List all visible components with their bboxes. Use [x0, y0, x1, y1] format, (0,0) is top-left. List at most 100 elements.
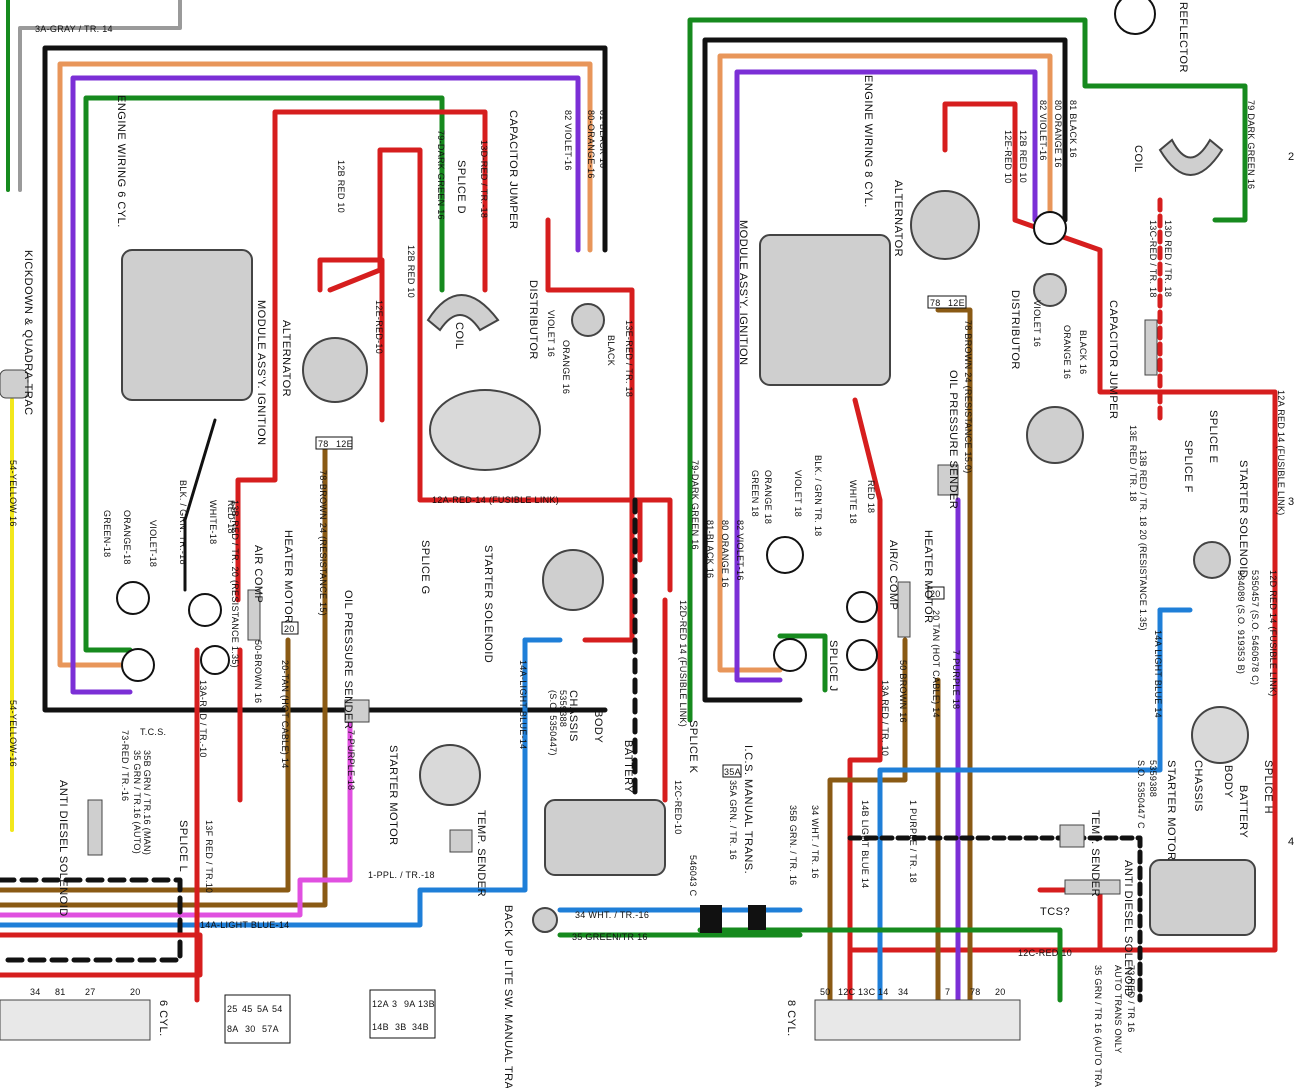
label-coil-6: COIL [453, 322, 465, 350]
fuse-cell: 3 [392, 999, 397, 1009]
label8-red-13d: 13D RED / TR. 18 [1163, 220, 1173, 297]
label8-violet-82-b: 82 VIOLET-16 [735, 520, 745, 581]
label-blk-grn: BLK. / GRN. TR.-18 [178, 480, 188, 565]
label8-8cyl: 8 CYL. [785, 1000, 797, 1037]
label8-red-13a: 13A RED / TR. 10 [880, 680, 890, 756]
tag-78-8cyl [927, 295, 967, 309]
distributor-8cyl [1033, 273, 1067, 307]
label-battery-6: BATTERY [622, 740, 634, 793]
connector-e-8cyl [846, 639, 878, 671]
label8-chassis: CHASSIS [1192, 760, 1204, 812]
label-splice-l: SPLICE L [177, 820, 189, 872]
label-alternator-6: ALTERNATOR [280, 320, 292, 397]
label-red-12d: 12D-RED 14 (FUSIBLE LINK) [678, 600, 688, 727]
label8-starter-solenoid: STARTER SOLENOID [1237, 460, 1249, 578]
connector-a-8cyl [1033, 211, 1067, 245]
label8-black-81-b: 81-BLACK 16 [705, 520, 715, 578]
label-tan-20: 20-TAN (HOT CABLE) 14 [280, 660, 290, 769]
pin-label-6: 81 [55, 987, 66, 997]
label8-distributor: DISTRIBUTOR [1009, 290, 1021, 370]
label8-red-12d: 12D RED 14 (FUSIBLE LINK) [1268, 570, 1278, 697]
label-red-18: RED-18 [226, 500, 236, 534]
label-red-13e: 13E-RED / TR. 18 [624, 320, 634, 397]
wire8-black-harness [847, 835, 1143, 1003]
label8-air-comp: AIR/C COMP [887, 540, 899, 610]
anti-diesel-6cyl [87, 799, 103, 856]
label-yellow-54: 54-YELLOW 16 [8, 460, 18, 527]
label8-splice-e: SPLICE E [1207, 410, 1219, 464]
label-white-34: 34 WHT. / TR.-16 [575, 910, 649, 920]
label-tag-12e-6: 12E [336, 439, 353, 449]
label8-anti-diesel: ANTI DIESEL SOLENOID [1122, 860, 1134, 997]
label8-engine-wiring: ENGINE WIRING 8 CYL. [862, 75, 874, 208]
labels-8cyl: 81 BLACK 16 80 ORANGE 16 82 VIOLET-16 79… [690, 2, 1286, 1088]
reflector-icon [1114, 0, 1156, 35]
label-brown-78: 78-BROWN 24 (RESISTANCE 15) [318, 470, 328, 616]
coil-8cyl [1158, 138, 1224, 176]
alternator-6cyl [302, 337, 368, 403]
anti-diesel-8cyl [1064, 879, 1121, 895]
pin-label-8: 78 [970, 987, 981, 997]
label8-orange-80: 80 ORANGE 16 [1053, 100, 1063, 168]
label-body-6: BODY [592, 710, 604, 743]
margin-number-2: 2 [1288, 151, 1295, 163]
label8-blk-grn: BLK. / GRN TR. 18 [813, 455, 823, 536]
wire-orange-80 [57, 61, 593, 668]
wire-white-18 [183, 418, 217, 592]
fuse-cell: 8A [227, 1024, 239, 1034]
label-lightblue-14a-b: 14A-LIGHT BLUE-14 [200, 920, 289, 930]
label8-red-13b: 13B RED / TR. 18 20 (RESISTANCE 1.35) [1138, 450, 1148, 631]
label8-coil: COIL [1132, 145, 1144, 173]
wire-black-81 [42, 45, 608, 713]
label8-brown-50: 50 BROWN 16 [898, 660, 908, 723]
label8-module: MODULE ASS'Y. IGNITION [737, 220, 749, 366]
label8-violet-16: VIOLET 16 [1032, 300, 1042, 347]
label8-tcs-q: TCS? [1040, 906, 1070, 918]
battery-6cyl [544, 799, 666, 876]
air-comp-6cyl [247, 589, 261, 641]
label8-lightblue-14a: 14A LIGHT BLUE 14 [1153, 630, 1163, 718]
label8-red-18: RED 18 [866, 480, 876, 513]
label-green-18: GREEN-18 [102, 510, 112, 557]
margin-number-4: 4 [1288, 836, 1295, 848]
label8-lightblue-14b: 14B LIGHT BLUE 14 [860, 800, 870, 888]
fuse-cell: 12A [372, 999, 389, 1009]
wire-tan-20 [0, 637, 291, 893]
label-splice-d: SPLICE D [455, 160, 467, 214]
connector-b-8cyl [766, 536, 804, 574]
connector-pins-6cyl: 34 27 20 81 [30, 987, 140, 997]
label-orange-80: 80-ORANGE-16 [586, 110, 596, 179]
label8-tag-20: 20 [930, 589, 941, 599]
fuse-cell: 5A [257, 1004, 269, 1014]
alternator-8cyl [910, 190, 980, 260]
label8-violet-18: VIOLET 18 [793, 470, 803, 517]
fuse-cell: 25 [227, 1004, 238, 1014]
label-splice-k: SPLICE K [687, 720, 699, 774]
label-red-13d: 13D-RED / TR.-18 [479, 140, 489, 218]
wire-green-79 [83, 95, 445, 653]
wire8-violet-82 [734, 69, 1038, 683]
label-orange-18: ORANGE-18 [122, 510, 132, 565]
fuse-cell: 3B [395, 1022, 407, 1032]
margin-number-3: 3 [1288, 496, 1295, 508]
label8-solenoid-part-b: 934089 (S.O. 919353 B) [1236, 570, 1246, 674]
fuse-cell: 9A [404, 999, 416, 1009]
label-chassis-6: CHASSIS [567, 690, 579, 742]
starter-solenoid-6cyl [542, 549, 604, 611]
label-tag-20-6: 20 [284, 624, 295, 634]
tag-20-6cyl [281, 621, 299, 635]
fuse-cell: 34B [412, 1022, 429, 1032]
wire-brown-78 [0, 445, 328, 908]
label8-orange-16: ORANGE 16 [1062, 325, 1072, 379]
starter-motor-8cyl [1191, 706, 1249, 764]
label8-temp-sender: TEMP. SENDER [1089, 810, 1101, 897]
label8-body: BODY [1222, 765, 1234, 798]
label-engine-wiring-6: ENGINE WIRING 6 CYL. [115, 95, 127, 228]
label-lightblue-14a: 14A-LIGHT BLUE-14 [518, 660, 528, 749]
label8-green-79: 79 DARK GREEN 16 [1246, 100, 1256, 189]
wire-red-harness [0, 932, 203, 978]
label-oil-sender-6: OIL PRESSURE SENDER [342, 590, 354, 729]
temp-sender-6cyl [449, 829, 473, 853]
label-tcs: T.C.S. [140, 727, 166, 737]
